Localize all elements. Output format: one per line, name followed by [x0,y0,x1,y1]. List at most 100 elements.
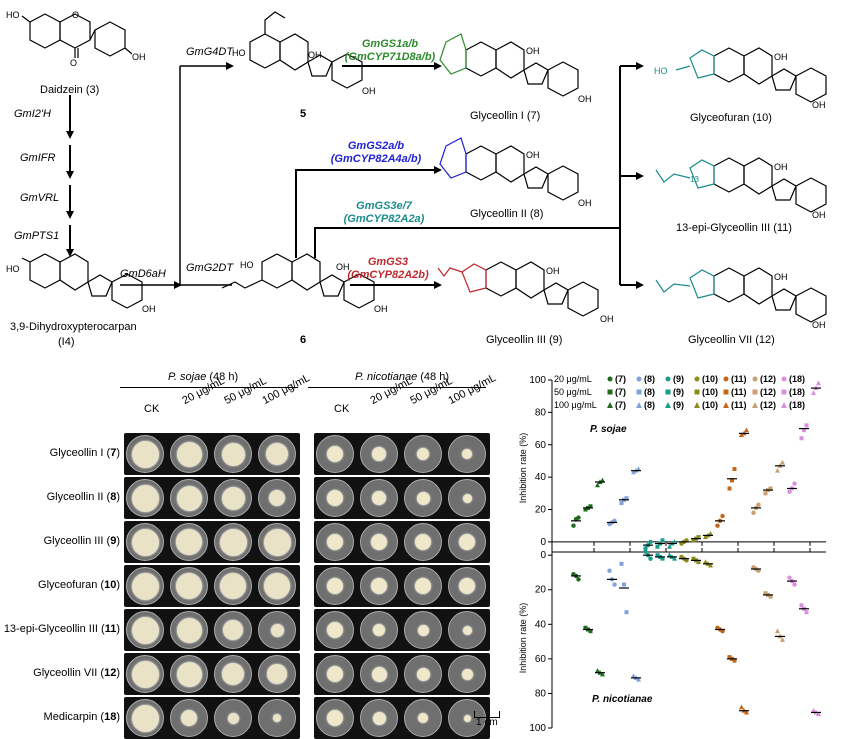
y-tick-label-nicotianae: 20 [535,585,547,596]
glyceollin-3-structure [437,261,599,317]
label-compound-6: 6 [300,334,307,346]
daidzein-structure [21,13,133,58]
mycelium-colony [227,712,239,724]
label-compound-5: 5 [300,108,307,120]
mycelium-colony [327,622,343,638]
legend-row-label: 50 μg/mL [554,387,592,397]
petri-dish [316,611,354,649]
nicotianae-point-20 [787,575,792,580]
plates-header-nico-time: (48 h) [417,371,449,383]
col-ck-nico: CK [334,403,350,415]
nicotianae-point-50 [583,625,588,630]
plate-row-label-end: ) [116,579,120,591]
enzyme-gs2-name: GmGS2a/b [347,140,405,152]
nicotianae-point-20 [684,558,689,563]
mycelium-colony [266,443,288,465]
svg-text:OH: OH [142,304,156,314]
legend-triangle-marker [752,402,758,408]
svg-text:OH: OH [812,210,826,220]
sojae-point-20 [751,510,756,515]
scale-bar [474,711,500,718]
nicotianae-point-50 [799,603,804,608]
sojae-point-100 [667,543,672,549]
plate-strip-nico [314,609,490,651]
mycelium-colony [269,490,285,506]
plate-strip-sojae [124,609,300,651]
nicotianae-point-100 [811,707,816,713]
plate-strip-sojae [124,477,300,519]
nicotianae-point-20 [756,568,761,573]
legend-compound-label: (18) [789,387,805,397]
mycelium-colony [176,617,202,643]
plate-row-label-number: 10 [104,579,117,591]
legend-compound-label: (10) [702,400,718,410]
epi-glyceollin-3-structure [655,157,827,213]
enzyme-gs2: GmGS2a/b (GmCYP82A4a/b) [316,140,436,166]
nicotianae-point-20 [648,556,653,561]
mycelium-colony [219,528,247,556]
nicotianae-point-100 [780,637,785,642]
sojae-point-50 [802,428,806,433]
svg-text:OH: OH [132,52,146,62]
glyceollin-2-structure [439,137,579,201]
sojae-point-50 [691,538,696,543]
sojae-point-100 [775,467,780,473]
mycelium-colony [131,440,159,468]
nicotianae-point-20 [607,568,612,573]
nicotianae-point-20 [612,582,617,587]
sojae-point-50 [763,491,768,496]
sojae-point-20 [648,539,653,545]
mycelium-colony [221,486,245,510]
col-100-sojae: 100 μg/mL [260,371,313,407]
nicotianae-point-20 [576,577,581,582]
plate-strip-sojae [124,433,300,475]
petri-dish [214,479,252,517]
mycelium-colony [416,491,430,505]
plates-header-sojae-rule [120,387,298,388]
plate-row-label: Glyceollin III (9) [0,535,120,547]
sojae-point-20 [792,481,797,486]
nicotianae-point-100 [775,628,780,634]
sojae-point-50 [799,436,804,441]
svg-text:OH: OH [362,86,376,96]
petri-dish [316,479,354,517]
sojae-point-50 [732,467,737,472]
nicotianae-point-20 [720,629,725,634]
plates-header-nico: P. nicotianae (48 h) [355,371,449,383]
plate-row-label-name: Glyceollin II ( [46,491,111,503]
mycelium-colony [373,624,385,636]
mycelium-colony [131,704,159,732]
legend-triangle-marker [723,402,729,408]
y-tick-label-sojae: 0 [540,537,546,548]
sojae-point-50 [804,423,809,428]
svg-text:HO: HO [232,48,246,58]
pathway-panel: HO O O OH HO OH [0,0,841,360]
plates-header-nico-species: P. nicotianae [355,371,418,383]
mycelium-colony [417,448,429,460]
nicotianae-point-100 [744,709,749,715]
y-tick-label-sojae: 40 [535,472,547,483]
col-ck-sojae: CK [144,403,160,415]
mycelium-colony [131,660,159,688]
plate-row-label-name: Glyceollin I ( [49,447,111,459]
svg-text:OH: OH [774,272,788,282]
legend-compound-label: (18) [789,400,805,410]
plate-row-label: Medicarpin (18) [0,711,120,723]
svg-text:OH: OH [578,198,592,208]
mycelium-colony [222,663,244,685]
label-glyceollin-2: Glyceollin II (8) [470,208,544,220]
legend-compound-label: (9) [673,387,684,397]
svg-text:HO: HO [6,10,20,20]
nicotianae-point-50 [732,658,737,663]
enzyme-gs3: GmGS3 (GmCYP82A2b) [338,256,438,282]
label-glyceollin-3: Glyceollin III (9) [486,334,563,346]
plate-row-label-end: ) [116,491,120,503]
glyceofuran-structure [675,47,827,103]
mycelium-colony [327,666,343,682]
sojae-point-100 [811,390,816,395]
legend-circle-marker [636,376,642,382]
svg-text:OH: OH [526,46,540,56]
legend-compound-label: (18) [789,374,805,384]
legend-compound-label: (8) [644,387,655,397]
mycelium-colony [459,534,475,550]
